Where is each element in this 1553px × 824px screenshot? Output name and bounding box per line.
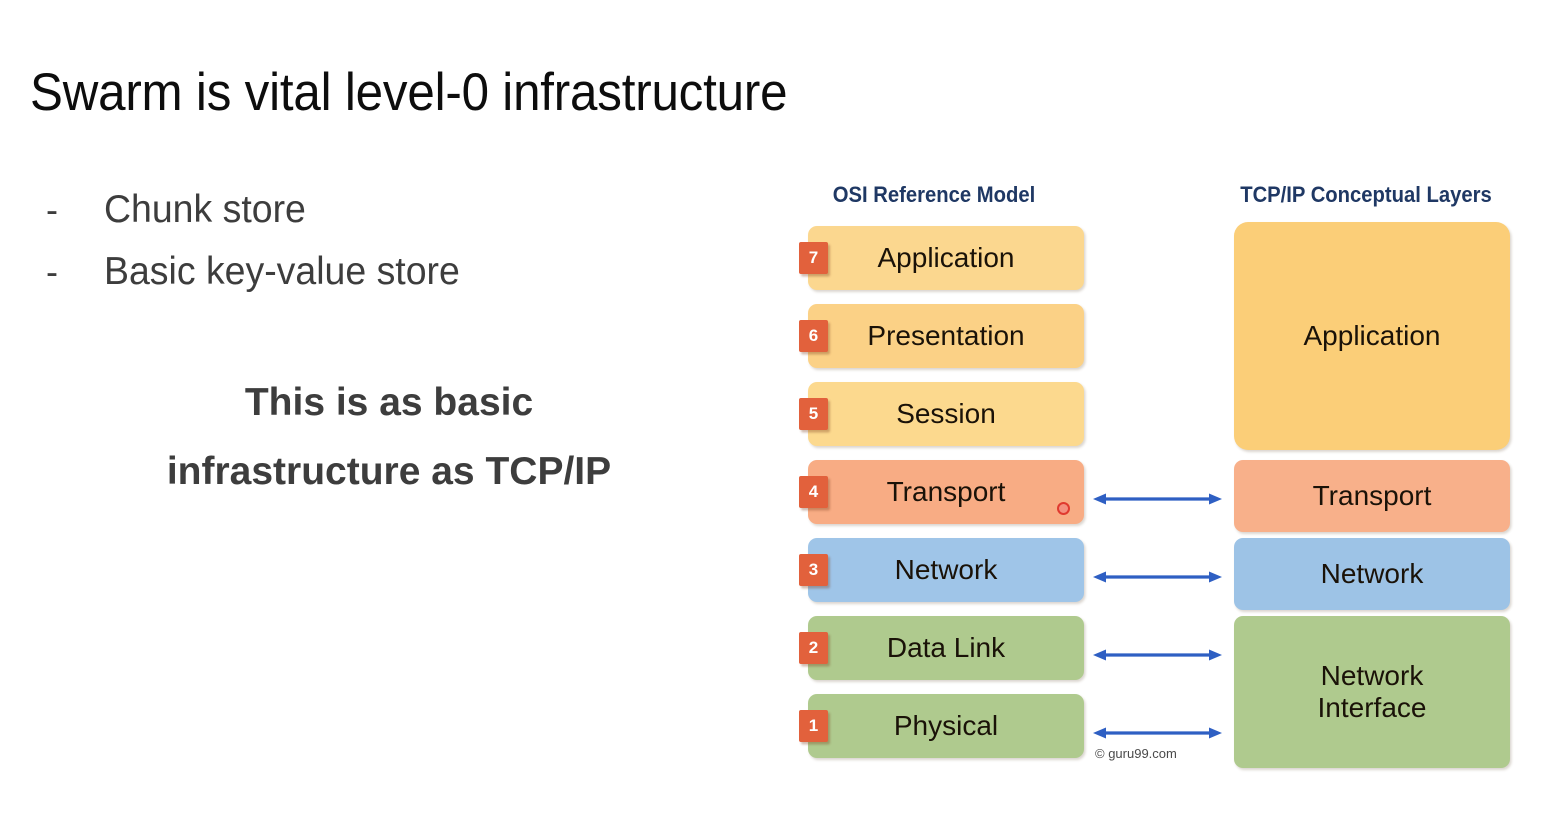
list-item: - Chunk store xyxy=(46,185,726,235)
link-arrow-data-link xyxy=(1093,648,1222,662)
osi-layer-number-4: 4 xyxy=(799,476,828,508)
osi-layer-session[interactable]: Session xyxy=(808,382,1084,446)
osi-layer-transport[interactable]: Transport xyxy=(808,460,1084,524)
osi-layer-number-2: 2 xyxy=(799,632,828,664)
osi-layer-number-5: 5 xyxy=(799,398,828,430)
page-title: Swarm is vital level-0 infrastructure xyxy=(30,63,788,122)
osi-tcpip-diagram: OSI Reference Model TCP/IP Conceptual La… xyxy=(780,160,1553,790)
emphasis-line-1: This is as basic xyxy=(244,381,534,424)
emphasis-line-2: infrastructure as TCP/IP xyxy=(166,450,612,494)
osi-layer-number-1: 1 xyxy=(799,710,828,742)
tcpip-layer-transport[interactable]: Transport xyxy=(1234,460,1510,532)
link-arrow-transport xyxy=(1093,492,1222,506)
link-arrow-network xyxy=(1093,570,1222,584)
bullet-text: Basic key-value store xyxy=(104,249,460,293)
osi-layer-data-link[interactable]: Data Link xyxy=(808,616,1084,680)
bullet-list: - Chunk store - Basic key-value store xyxy=(46,185,726,309)
bullet-marker-icon: - xyxy=(46,189,58,230)
osi-layer-number-6: 6 xyxy=(799,320,828,352)
tcpip-layer-network[interactable]: Network xyxy=(1234,538,1510,610)
list-item: - Basic key-value store xyxy=(46,247,726,297)
osi-layer-network[interactable]: Network xyxy=(808,538,1084,602)
tcpip-column-header: TCP/IP Conceptual Layers xyxy=(1240,182,1492,207)
tcpip-layer-application[interactable]: Application xyxy=(1234,222,1510,450)
emphasis-statement: This is as basic infrastructure as TCP/I… xyxy=(36,368,742,507)
osi-column-header: OSI Reference Model xyxy=(832,182,1036,207)
osi-layer-number-3: 3 xyxy=(799,554,828,586)
osi-layer-application[interactable]: Application xyxy=(808,226,1084,290)
bullet-marker-icon: - xyxy=(46,250,58,292)
tcpip-layer-network-interface[interactable]: Network Interface xyxy=(1234,616,1510,768)
osi-layer-presentation[interactable]: Presentation xyxy=(808,304,1084,368)
osi-layer-number-7: 7 xyxy=(799,242,828,274)
cursor-dot-icon xyxy=(1057,502,1070,515)
osi-layer-physical[interactable]: Physical xyxy=(808,694,1084,758)
copyright-notice: © guru99.com xyxy=(1095,746,1177,761)
bullet-text: Chunk store xyxy=(104,188,306,231)
link-arrow-physical xyxy=(1093,726,1222,740)
